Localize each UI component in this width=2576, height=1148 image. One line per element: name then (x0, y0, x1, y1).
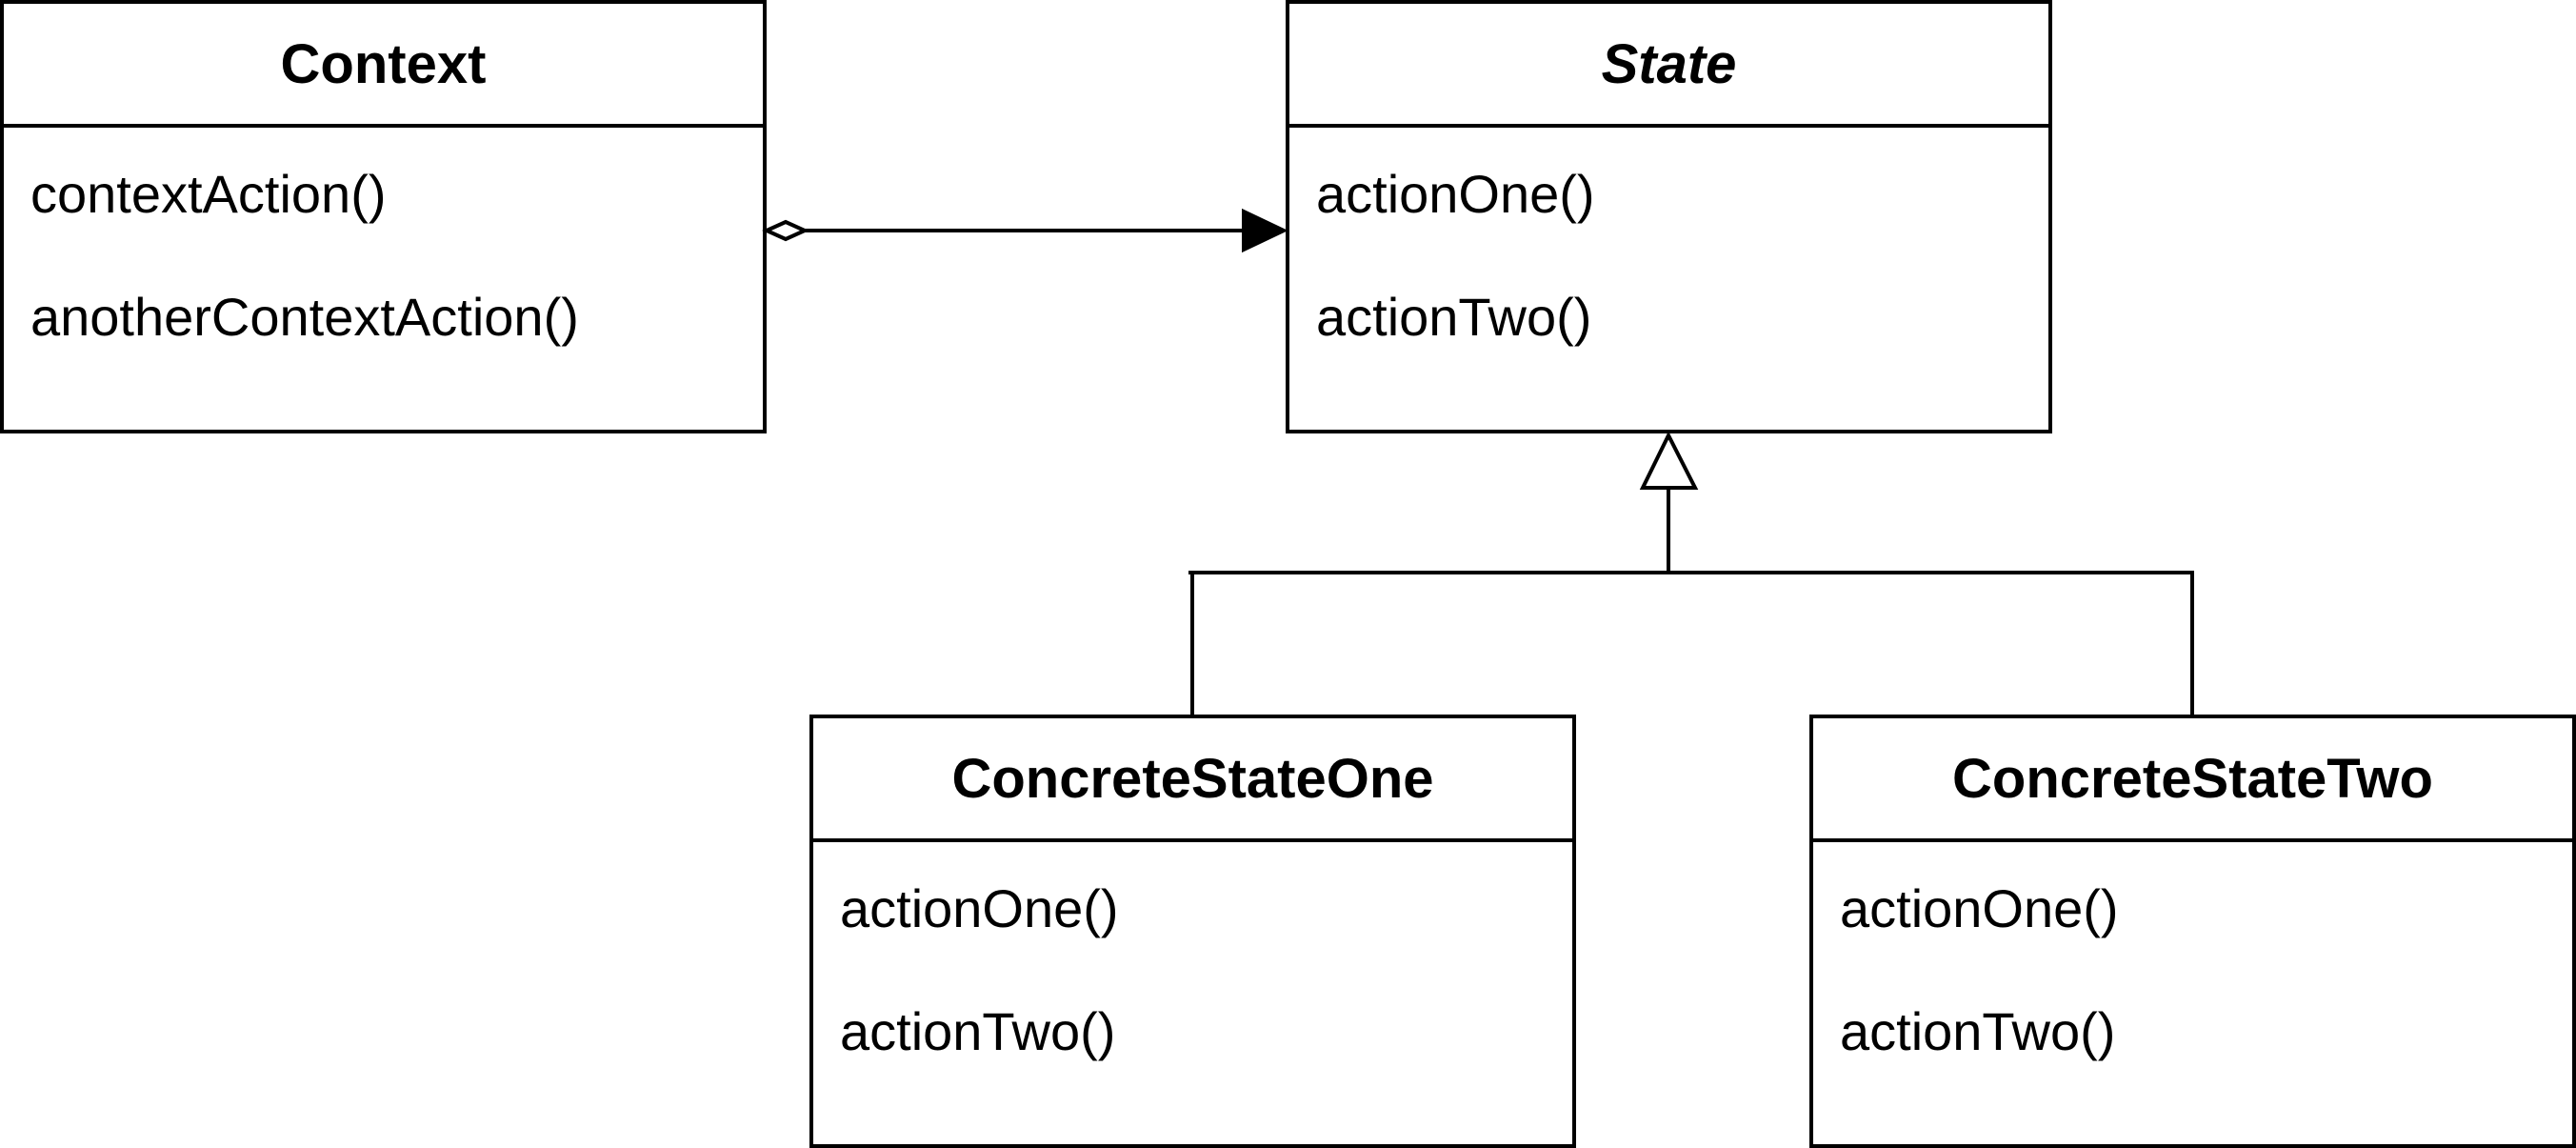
association-arrowhead-icon (1242, 208, 1288, 253)
state-method-action-one: actionOne() (1316, 164, 1595, 224)
concrete-state-two-class: ConcreteStateTwo actionOne() actionTwo() (1809, 715, 2576, 1148)
concrete-state-two-method-action-one: actionOne() (1840, 878, 2119, 938)
state-class: State actionOne() actionTwo() (1286, 0, 2052, 433)
concrete-state-one-class-name: ConcreteStateOne (813, 718, 1572, 842)
generalization-triangle-icon (1639, 431, 1699, 490)
state-class-name: State (1289, 4, 2048, 128)
concrete-state-one-method-action-two: actionTwo() (840, 1001, 1116, 1061)
context-method-another-context-action: anotherContextAction() (30, 287, 579, 347)
concrete-state-two-class-name: ConcreteStateTwo (1813, 718, 2572, 842)
concrete-state-one-class: ConcreteStateOne actionOne() actionTwo() (809, 715, 1576, 1148)
generalization-tree (1188, 431, 2194, 715)
aggregation-diamond-icon (762, 219, 809, 242)
context-method-context-action: contextAction() (30, 164, 387, 224)
context-class: Context contextAction() anotherContextAc… (0, 0, 767, 433)
concrete-state-one-method-action-one: actionOne() (840, 878, 1119, 938)
state-method-action-two: actionTwo() (1316, 287, 1592, 347)
context-class-name: Context (4, 4, 763, 128)
concrete-state-two-method-action-two: actionTwo() (1840, 1001, 2116, 1061)
aggregation-association (762, 208, 1288, 253)
